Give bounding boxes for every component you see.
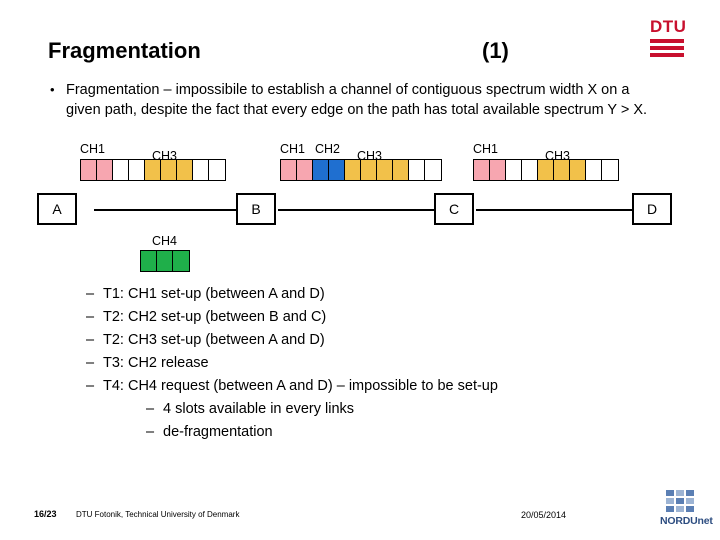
list-item: – T2: CH3 set-up (between A and D) [86, 329, 686, 351]
nordunet-logo-text: NORDUnet [660, 515, 713, 527]
spectrum-slot [193, 160, 209, 180]
channel-label-ch4: CH4 [152, 234, 178, 248]
list-item: – T2: CH2 set-up (between B and C) [86, 306, 686, 328]
spectrum-slot [345, 160, 361, 180]
spectrum-slot [313, 160, 329, 180]
intro-bullet-list: • Fragmentation – impossibile to establi… [48, 80, 648, 120]
footer-organization: DTU Fotonik, Technical University of Den… [76, 510, 240, 519]
spectrum-strip-cd [473, 159, 619, 181]
dtu-logo: DTU [650, 18, 702, 64]
list-item: – T4: CH4 request (between A and D) – im… [86, 375, 686, 397]
nordunet-logo-grid [666, 490, 694, 512]
spectrum-slot [409, 160, 425, 180]
spectrum-slot [361, 160, 377, 180]
spectrum-slot [602, 160, 618, 180]
spectrum-slot [97, 160, 113, 180]
spectrum-slot [177, 160, 193, 180]
spectrum-slot [281, 160, 297, 180]
timeline-item-text: T3: CH2 release [103, 355, 209, 371]
spectrum-slot [141, 251, 157, 271]
spectrum-slot [393, 160, 409, 180]
dtu-logo-bars [650, 39, 702, 57]
list-item: – de-fragmentation [146, 421, 686, 443]
spectrum-slot [173, 251, 189, 271]
channel-label-bc-ch2: CH2 [315, 142, 341, 156]
dtu-logo-bar-3 [650, 53, 684, 57]
spectrum-slot [570, 160, 586, 180]
spectrum-slot [586, 160, 602, 180]
list-item: – T1: CH1 set-up (between A and D) [86, 283, 686, 305]
nordunet-logo-cell [686, 498, 694, 504]
timeline-item-text: T1: CH1 set-up (between A and D) [103, 286, 325, 302]
node-a[interactable]: A [37, 193, 77, 225]
channel-label-ab-ch1: CH1 [80, 142, 106, 156]
nordunet-logo-cell [666, 490, 674, 496]
list-item: – 4 slots available in every links [146, 398, 686, 420]
spectrum-slot [145, 160, 161, 180]
link-line-ab [94, 209, 236, 211]
nordunet-logo-cell [686, 506, 694, 512]
nordunet-logo-cell [666, 498, 674, 504]
dash-marker-icon: – [146, 424, 155, 440]
nordunet-logo-cell [676, 498, 684, 504]
spectrum-slot [129, 160, 145, 180]
page-title: Fragmentation [48, 38, 201, 63]
spectrum-slot [490, 160, 506, 180]
dash-marker-icon: – [86, 355, 95, 371]
dtu-logo-bar-2 [650, 46, 684, 50]
spectrum-slot [474, 160, 490, 180]
spectrum-slot [113, 160, 129, 180]
node-b[interactable]: B [236, 193, 276, 225]
dtu-logo-text: DTU [650, 17, 687, 36]
nordunet-logo: NORDUnet [660, 490, 713, 530]
nordunet-logo-cell [676, 506, 684, 512]
spectrum-slot [209, 160, 225, 180]
timeline-item-text: 4 slots available in every links [163, 401, 355, 417]
dash-marker-icon: – [146, 401, 155, 417]
footer-date: 20/05/2014 [521, 510, 567, 520]
dash-marker-icon: – [86, 309, 95, 325]
spectrum-slot [297, 160, 313, 180]
list-item: – T3: CH2 release [86, 352, 686, 374]
node-c[interactable]: C [434, 193, 474, 225]
spectrum-slot [554, 160, 570, 180]
spectrum-slot [329, 160, 345, 180]
spectrum-strip-ch4 [140, 250, 190, 272]
spectrum-strip-bc [280, 159, 442, 181]
spectrum-slot [161, 160, 177, 180]
channel-label-cd-ch1: CH1 [473, 142, 499, 156]
spectrum-slot [377, 160, 393, 180]
bullet-text: Fragmentation – impossibile to establish… [66, 82, 648, 118]
timeline-item-text: T2: CH2 set-up (between B and C) [103, 309, 327, 325]
dtu-logo-bar-1 [650, 39, 684, 43]
timeline-item-text: T2: CH3 set-up (between A and D) [103, 332, 325, 348]
spectrum-slot [425, 160, 441, 180]
list-item: • Fragmentation – impossibile to establi… [48, 80, 648, 120]
bullet-dot-icon: • [50, 82, 55, 97]
link-line-cd [476, 209, 632, 211]
spectrum-strip-ab [80, 159, 226, 181]
spectrum-slot [506, 160, 522, 180]
channel-label-bc-ch1: CH1 [280, 142, 306, 156]
timeline-item-text: T4: CH4 request (between A and D) – impo… [103, 378, 498, 394]
spectrum-slot [538, 160, 554, 180]
dash-marker-icon: – [86, 286, 95, 302]
dash-marker-icon: – [86, 332, 95, 348]
spectrum-slot [522, 160, 538, 180]
spectrum-slot [81, 160, 97, 180]
node-d[interactable]: D [632, 193, 672, 225]
spectrum-slot [157, 251, 173, 271]
dash-marker-icon: – [86, 378, 95, 394]
nordunet-logo-cell [686, 490, 694, 496]
page-title-index: (1) [482, 38, 509, 63]
link-line-bc [278, 209, 434, 211]
nordunet-logo-cell [666, 506, 674, 512]
nordunet-logo-cell [676, 490, 684, 496]
timeline-item-text: de-fragmentation [163, 424, 273, 440]
timeline-list: – T1: CH1 set-up (between A and D) – T2:… [86, 283, 686, 444]
footer-page-number: 16/23 [34, 509, 57, 519]
network-diagram: A B C D CH1 CH3 CH1 CH2 CH3 CH1 CH3 [0, 140, 720, 280]
